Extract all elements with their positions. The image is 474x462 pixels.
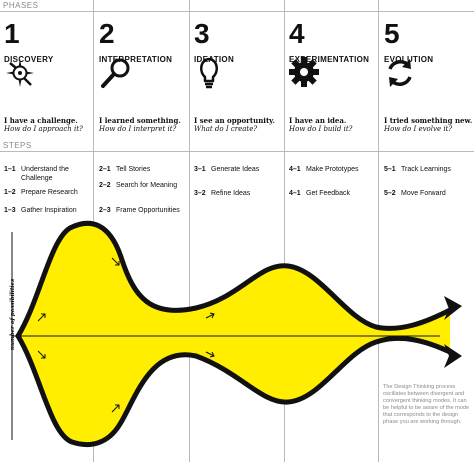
step-label: Refine Ideas	[211, 190, 251, 197]
phase-question: How do I interpret it?	[99, 125, 177, 133]
direction-arrows	[37, 257, 215, 413]
step-item: 4–1 Get Feedback	[289, 190, 377, 210]
compass-icon	[6, 59, 34, 87]
step-label: Move Forward	[401, 190, 446, 197]
upper-boundary	[15, 220, 455, 339]
step-item: 5–1 Track Learnings	[384, 166, 472, 186]
step-item: 2–1 Tell Stories	[99, 166, 187, 176]
step-number: 4–1	[289, 190, 301, 197]
phase-question: How do I evolve it?	[384, 125, 453, 133]
step-label: Prepare Research	[21, 189, 78, 196]
phase-statement-text: I have a challenge.	[4, 116, 78, 125]
step-label: Gather Inspiration	[21, 207, 77, 214]
phase-name: EVOLUTION	[384, 55, 434, 64]
phase-statement: I tried something new. How do I evolve i…	[384, 116, 474, 134]
step-number: 2–1	[99, 166, 111, 173]
possibilities-shape	[18, 223, 450, 445]
step-number: 2–2	[99, 182, 111, 189]
step-number: 5–1	[384, 166, 396, 173]
step-label: Frame Opportunities	[116, 207, 180, 214]
arrow-icon	[111, 257, 120, 266]
step-item: 1–3 Gather Inspiration	[4, 207, 92, 217]
phase-statement-text: I learned something.	[99, 116, 181, 125]
step-label: Search for Meaning	[116, 182, 178, 189]
phase-statement: I have a challenge. How do I approach it…	[4, 116, 96, 134]
column-divider	[284, 0, 285, 462]
step-label: Tell Stories	[116, 166, 151, 173]
arrow-icon	[37, 350, 46, 359]
arrow-icon	[37, 313, 46, 322]
arrowhead-upper	[444, 296, 462, 320]
arrow-icon	[111, 404, 120, 413]
step-number: 1–2	[4, 189, 16, 196]
arrow-icon	[205, 351, 215, 358]
step-label: Understand the Challenge	[21, 166, 69, 182]
phase-name: INTERPRETATION	[99, 55, 173, 64]
phase-number: 4	[289, 18, 305, 49]
phase-statement: I have an idea. How do I build it?	[289, 116, 381, 134]
step-number: 3–1	[194, 166, 206, 173]
phase-name: EXPERIMENTATION	[289, 55, 370, 64]
step-number: 1–3	[4, 207, 16, 214]
phase-interpretation: 2 INTERPRETATION	[99, 18, 191, 65]
step-item: 1–1 Understand the Challenge	[4, 166, 92, 186]
column-divider	[189, 0, 190, 462]
step-item: 1–2 Prepare Research	[4, 189, 92, 199]
phase-question: How do I build it?	[289, 125, 353, 133]
phase-statement-text: I see an opportunity.	[194, 116, 275, 125]
steps-top-rule	[0, 151, 474, 152]
arrow-icon	[205, 312, 215, 319]
step-item: 3–2 Refine Ideas	[194, 190, 282, 200]
step-number: 2–3	[99, 207, 111, 214]
step-item: 2–3 Frame Opportunities	[99, 207, 187, 227]
phase-question: How do I approach it?	[4, 125, 83, 133]
step-number: 3–2	[194, 190, 206, 197]
phase-statement-text: I tried something new.	[384, 116, 473, 125]
phase-experimentation: 4 EXPERIMENTATION	[289, 18, 381, 65]
step-number: 1–1	[4, 166, 16, 173]
gear-icon	[289, 57, 319, 87]
column-divider	[378, 0, 379, 462]
step-number: 4–1	[289, 166, 301, 173]
step-label: Make Prototypes	[306, 166, 359, 173]
phases-top-rule	[0, 11, 474, 12]
phase-name: DISCOVERY	[4, 55, 54, 64]
step-label: Get Feedback	[306, 190, 350, 197]
refresh-icon	[388, 59, 412, 87]
explanatory-note: The Design Thinking process oscillates b…	[383, 384, 470, 425]
phase-discovery: 1 DISCOVERY	[4, 18, 96, 65]
phase-evolution: 5 EVOLUTION	[384, 18, 474, 65]
steps-label: STEPS	[3, 141, 32, 150]
lower-boundary	[15, 333, 455, 448]
arrowhead-lower	[444, 344, 462, 368]
phase-number: 1	[4, 18, 20, 49]
phase-number: 3	[194, 18, 210, 49]
phase-number: 5	[384, 18, 400, 49]
step-item: 3–1 Generate Ideas	[194, 166, 282, 186]
step-item: 5–2 Move Forward	[384, 190, 472, 210]
lightbulb-icon	[200, 57, 218, 89]
phase-question: What do I create?	[194, 125, 258, 133]
step-number: 5–2	[384, 190, 396, 197]
step-item: 4–1 Make Prototypes	[289, 166, 377, 186]
phase-statement-text: I have an idea.	[289, 116, 347, 125]
phases-label: PHASES	[3, 1, 39, 10]
step-item: 2–2 Search for Meaning	[99, 182, 187, 202]
step-label: Track Learnings	[401, 166, 451, 173]
phase-statement: I see an opportunity. What do I create?	[194, 116, 286, 134]
phase-number: 2	[99, 18, 115, 49]
yaxis-label: number of possibilities	[10, 278, 16, 350]
phase-statement: I learned something. How do I interpret …	[99, 116, 191, 134]
step-label: Generate Ideas	[211, 166, 260, 173]
magnifier-icon	[101, 58, 130, 88]
